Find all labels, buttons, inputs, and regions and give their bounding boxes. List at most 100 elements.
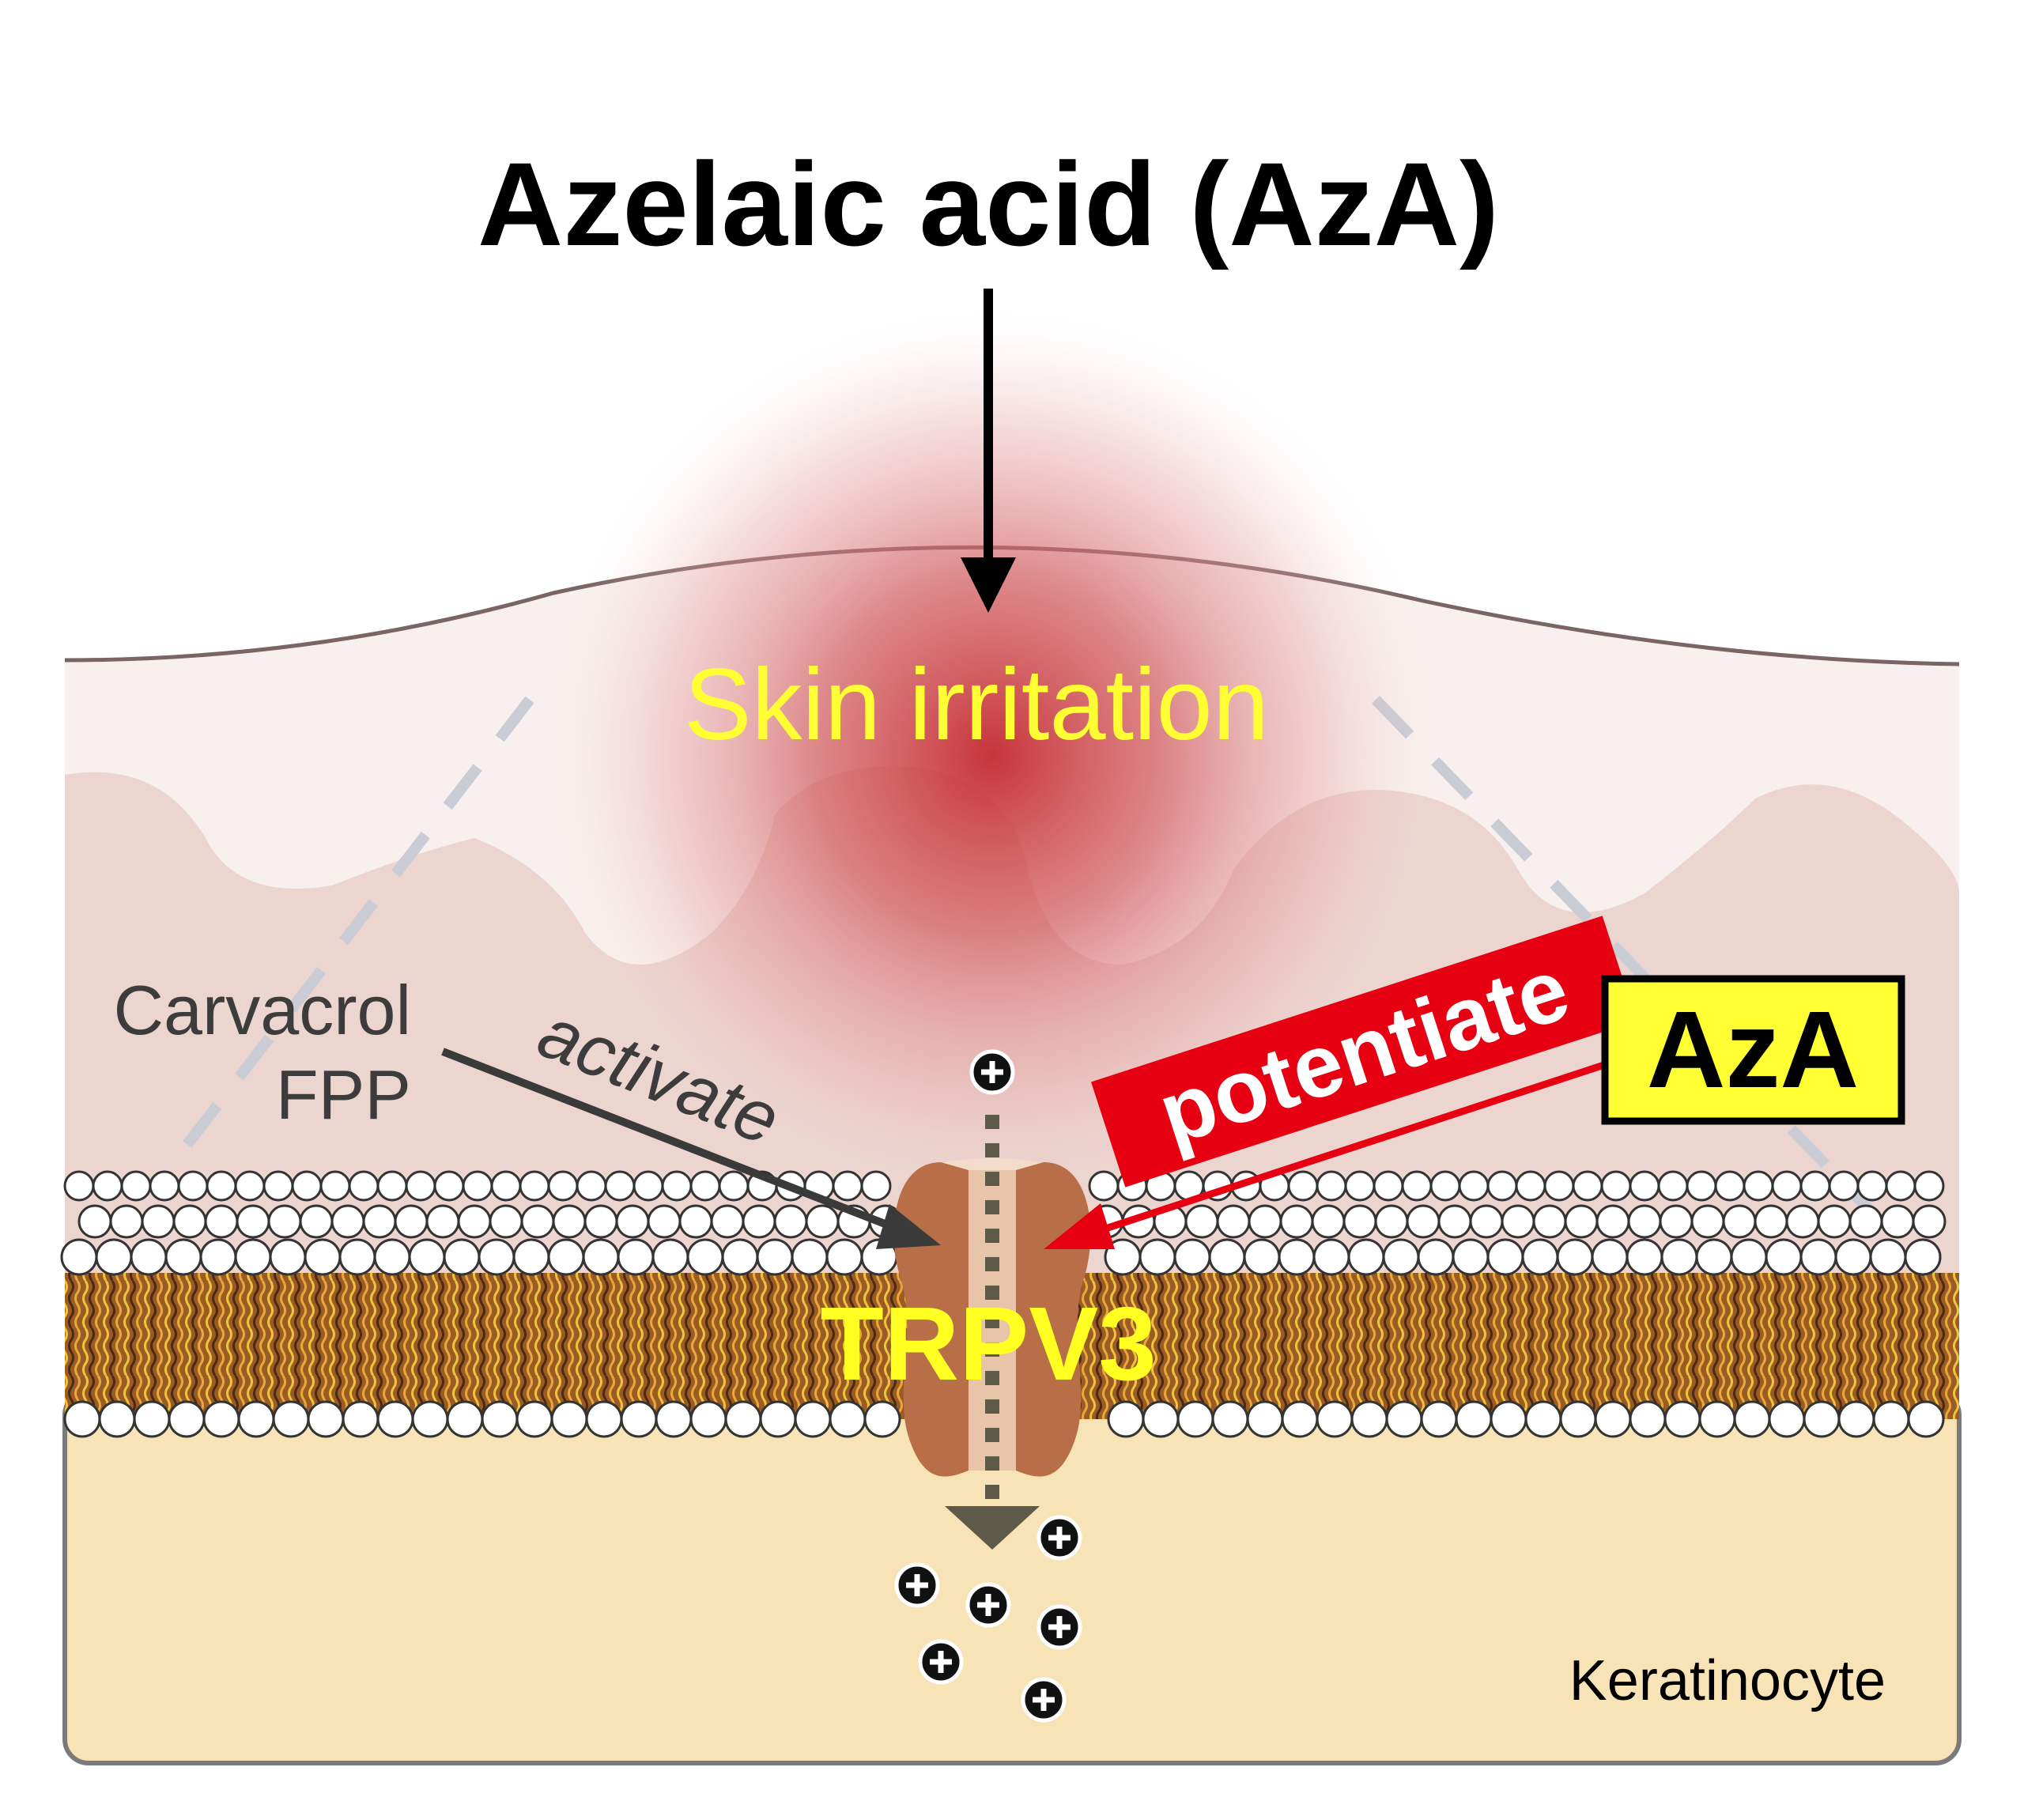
lipid-head <box>1486 1238 1524 1276</box>
keratinocyte-label: Keratinocyte <box>1569 1649 1886 1712</box>
lipid-head <box>1107 1400 1145 1438</box>
lipid-head <box>408 1238 446 1276</box>
lipid-head <box>1834 1238 1872 1276</box>
title: Azelaic acid (AzA) <box>478 138 1499 270</box>
trpv3-channel <box>893 1158 1091 1477</box>
lipid-head <box>519 1170 550 1202</box>
lipid-head <box>204 1204 239 1239</box>
lipid-head <box>1344 1170 1376 1202</box>
lipid-head <box>832 1170 863 1202</box>
lipid-head <box>794 1400 832 1438</box>
lipid-head <box>1243 1238 1281 1276</box>
lipid-head <box>291 1170 323 1202</box>
lipid-head <box>199 1238 237 1276</box>
lipid-head <box>237 1400 275 1438</box>
lipid-head <box>1594 1400 1632 1438</box>
lipid-head <box>1374 1204 1409 1239</box>
lipid-head <box>1722 1204 1757 1239</box>
potentiate-label-bg <box>1091 916 1637 1188</box>
lipid-head <box>92 1170 123 1202</box>
lipid-head <box>1686 1170 1717 1202</box>
lipid-head <box>1659 1204 1694 1239</box>
lipid-head <box>1913 1170 1945 1202</box>
lipid-head <box>1803 1400 1841 1438</box>
lipid-head <box>234 1170 266 1202</box>
lipid-head <box>1521 1238 1559 1276</box>
lipid-head <box>647 1204 682 1239</box>
lipid-head <box>236 1204 270 1239</box>
lipid-head <box>1695 1238 1733 1276</box>
lipid-head <box>686 1238 724 1276</box>
lipid-head <box>149 1170 180 1202</box>
lipid-head <box>1316 1170 1347 1202</box>
lipid-head <box>1848 1204 1883 1239</box>
lipid-head <box>433 1170 465 1202</box>
lipid-head <box>512 1238 550 1276</box>
lipid-head <box>109 1204 144 1239</box>
lipid-head <box>172 1204 207 1239</box>
lipid-head <box>1799 1238 1837 1276</box>
lipid-head <box>1743 1170 1774 1202</box>
lipid-head <box>863 1400 901 1438</box>
lipid-head <box>1458 1170 1490 1202</box>
lipid-head <box>615 1204 650 1239</box>
lipid-head <box>1626 1238 1663 1276</box>
lipid-head <box>773 1204 808 1239</box>
lipid-head <box>718 1170 750 1202</box>
lipid-head <box>651 1238 689 1276</box>
lipid-head <box>547 1170 579 1202</box>
potentiate-arrowhead <box>1044 1203 1115 1249</box>
lipid-head <box>269 1238 307 1276</box>
lipid-head <box>342 1400 380 1438</box>
lipid-head <box>490 1170 522 1202</box>
lipid-head <box>1311 1204 1346 1239</box>
lipid-head <box>462 1170 493 1202</box>
lipid-head <box>759 1400 797 1438</box>
lipid-head <box>481 1400 519 1438</box>
lipid-head <box>1278 1238 1316 1276</box>
lipid-head <box>1771 1170 1803 1202</box>
lipid-head <box>1564 1204 1599 1239</box>
lipid-head <box>1417 1238 1455 1276</box>
lipid-head <box>1142 1400 1180 1438</box>
plus-circle-icon <box>918 1639 964 1685</box>
lipid-head <box>1211 1400 1249 1438</box>
lipid-head <box>576 1170 607 1202</box>
lipid-head <box>98 1400 136 1438</box>
lipid-head <box>1350 1400 1388 1438</box>
lipid-head <box>177 1170 209 1202</box>
plus-circle-icon <box>1037 1515 1082 1561</box>
lipid-head <box>348 1170 380 1202</box>
lipid-head <box>206 1170 237 1202</box>
lipid-head <box>583 1204 618 1239</box>
lipid-head <box>1184 1204 1219 1239</box>
lipid-head <box>1401 1170 1433 1202</box>
lipid-head <box>724 1400 762 1438</box>
lipid-head <box>710 1204 745 1239</box>
lipid-head <box>443 1238 481 1276</box>
lipid-head <box>520 1204 555 1239</box>
lipid-head <box>1420 1400 1458 1438</box>
lipid-head <box>1629 1170 1660 1202</box>
lipid-head <box>60 1238 98 1276</box>
lipid-head <box>1556 1238 1594 1276</box>
lipid-head <box>1469 1204 1504 1239</box>
lipid-head <box>1532 1204 1567 1239</box>
plus-circle-icon <box>969 1049 1015 1095</box>
lipid-head <box>1429 1170 1461 1202</box>
plus-circle-icon <box>965 1582 1011 1628</box>
lipid-head <box>604 1170 636 1202</box>
lipid-head <box>457 1204 492 1239</box>
lipid-head <box>120 1170 152 1202</box>
lipid-head <box>1486 1170 1518 1202</box>
lipid-head <box>1595 1204 1630 1239</box>
lipid-head <box>1733 1400 1771 1438</box>
lipid-head <box>1246 1400 1284 1438</box>
lipid-head <box>262 1170 294 1202</box>
lipid-head <box>1907 1400 1945 1438</box>
lipid-head <box>1912 1204 1947 1239</box>
skin-irritation-label: Skin irritation <box>684 648 1269 761</box>
lipid-head <box>319 1170 351 1202</box>
lipid-head <box>1176 1400 1214 1438</box>
aza-box <box>1601 975 1905 1125</box>
